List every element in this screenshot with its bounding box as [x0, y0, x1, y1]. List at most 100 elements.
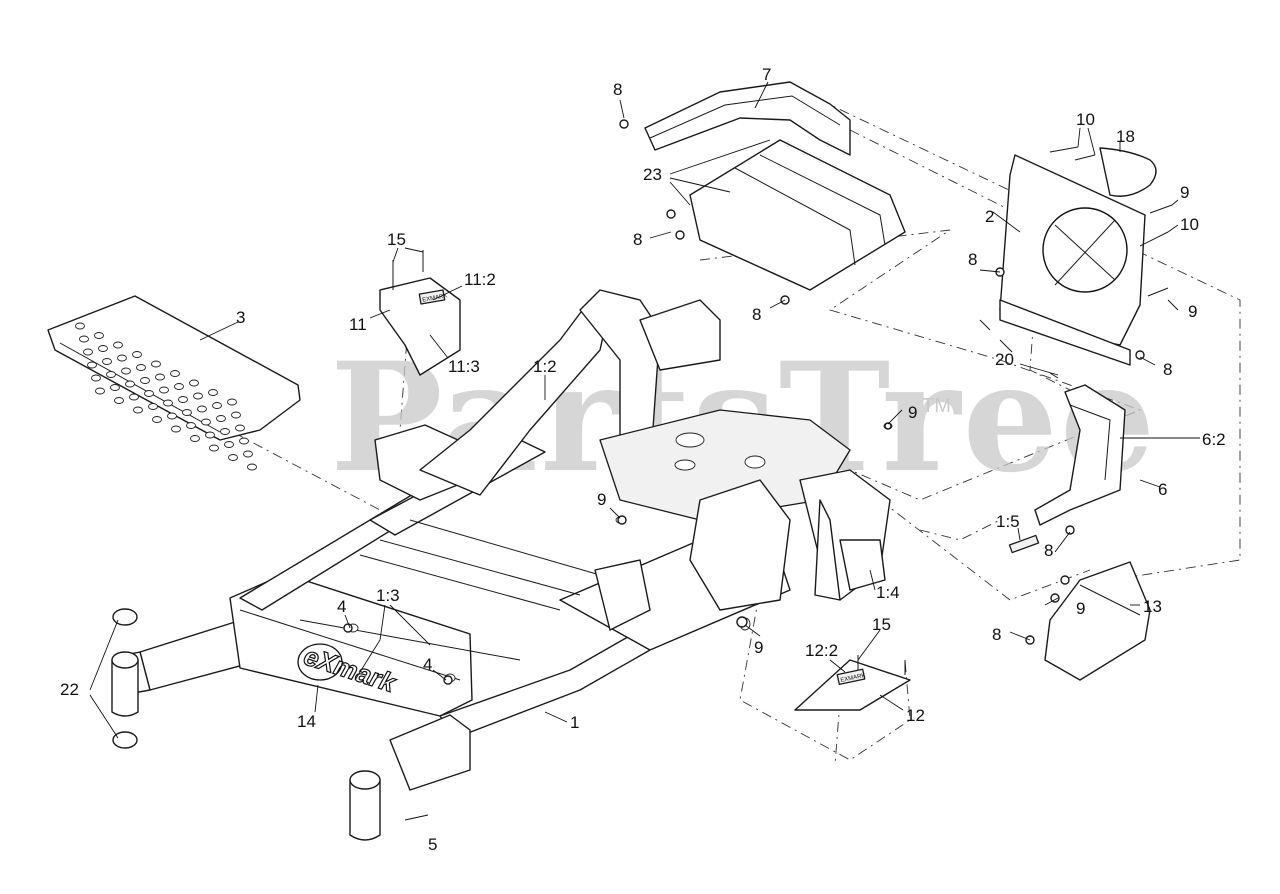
callout-1: 1: [570, 713, 579, 732]
callout-10: 10: [1180, 215, 1199, 234]
decal-1-5: [1008, 534, 1040, 554]
callout-5: 5: [428, 835, 437, 854]
plate-hole: [171, 425, 181, 433]
callout-8: 8: [1163, 360, 1172, 379]
plate-hole: [220, 428, 230, 435]
callout-6: 6: [1158, 480, 1167, 499]
plate-hole: [228, 454, 238, 461]
upper-panel: [644, 81, 851, 156]
plate-hole: [94, 332, 104, 339]
plate-hole: [167, 412, 177, 420]
plate-hole: [163, 399, 173, 407]
plate-hole: [212, 402, 222, 409]
plate-hole: [159, 386, 169, 394]
plate-hole: [75, 322, 85, 330]
callout-12: 12: [906, 706, 925, 725]
callout-9: 9: [908, 403, 917, 422]
plate-hole: [129, 393, 139, 401]
spacer-plates: [689, 139, 906, 291]
callout-4: 4: [337, 597, 346, 616]
plate-hole: [209, 444, 219, 452]
plate-hole: [106, 371, 116, 378]
plate-hole: [174, 383, 184, 390]
callout-18: 18: [1116, 127, 1135, 146]
plate-hole: [87, 361, 97, 369]
svg-text:EXMARK: EXMARK: [840, 673, 866, 684]
plate-hole: [95, 387, 105, 395]
plate-hole: [190, 435, 200, 442]
callout-8: 8: [613, 80, 622, 99]
svg-text:TM: TM: [922, 395, 951, 417]
plate-hole: [136, 364, 146, 371]
plate-hole: [117, 354, 127, 362]
callout-22: 22: [60, 680, 79, 699]
plate-hole: [114, 397, 124, 404]
callout-20: 20: [995, 350, 1014, 369]
plate-hole: [239, 437, 249, 445]
plate-hole: [110, 384, 120, 391]
svg-text:EXMARK: EXMARK: [422, 293, 448, 303]
plate-hole: [155, 373, 165, 381]
plate-hole: [132, 351, 142, 358]
callout-15: 15: [387, 230, 406, 249]
plate-hole: [170, 370, 180, 377]
callout-8: 8: [752, 305, 761, 324]
plate-hole: [148, 403, 158, 410]
plate-hole: [140, 377, 150, 384]
callout-8: 8: [633, 230, 642, 249]
callout-13: 13: [1143, 597, 1162, 616]
plate-hole: [91, 374, 101, 382]
plate-hole: [193, 392, 203, 400]
callout-1-2: 1:2: [533, 357, 557, 376]
seat-plate: [999, 147, 1157, 366]
callout-1-3: 1:3: [376, 586, 400, 605]
callout-9: 9: [1180, 183, 1189, 202]
callout-11-2: 11:2: [464, 270, 496, 289]
side-bracket: [1034, 384, 1126, 526]
plate-hole: [152, 416, 162, 423]
caster-bushings: [111, 608, 381, 841]
callout-15: 15: [872, 615, 891, 634]
callout-9: 9: [754, 638, 763, 657]
callout-12-2: 12:2: [805, 641, 838, 660]
plate-hole: [102, 358, 112, 365]
callout-11: 11: [349, 315, 367, 334]
callout-8: 8: [1044, 541, 1053, 560]
plate-hole: [197, 405, 207, 413]
fasteners: [343, 119, 1173, 685]
plate-hole: [125, 380, 135, 388]
plate-hole: [83, 348, 93, 356]
plate-hole: [247, 463, 257, 471]
plate-hole: [182, 409, 192, 416]
plate-hole: [151, 360, 161, 368]
plate-hole: [224, 441, 234, 448]
leader-lines: [89, 81, 1200, 821]
callout-6-2: 6:2: [1202, 430, 1226, 449]
callout-8: 8: [968, 250, 977, 269]
callout-3: 3: [236, 308, 245, 327]
callout-2: 2: [985, 207, 994, 226]
callout-9: 9: [597, 490, 606, 509]
callout-9: 9: [1188, 302, 1197, 321]
guard-11: EXMARK: [379, 277, 461, 376]
callout-9: 9: [1076, 599, 1085, 618]
callout-7: 7: [762, 65, 771, 84]
plate-hole: [189, 379, 199, 387]
callout-10: 10: [1076, 110, 1095, 129]
callout-23: 23: [643, 165, 662, 184]
plate-hole: [121, 367, 131, 375]
plate-12: EXMARK: [794, 659, 911, 711]
rear-bracket: [1044, 561, 1151, 681]
plate-hole: [133, 406, 143, 414]
callout-8: 8: [992, 625, 1001, 644]
plate-hole: [186, 422, 196, 429]
foot-plate: [47, 295, 301, 471]
callout-11-3: 11:3: [448, 357, 480, 376]
plate-hole: [201, 418, 211, 426]
plate-hole: [79, 335, 89, 343]
plate-hole: [113, 341, 123, 349]
plate-hole: [216, 415, 226, 422]
plate-hole: [205, 431, 215, 439]
callout-14: 14: [297, 712, 316, 731]
